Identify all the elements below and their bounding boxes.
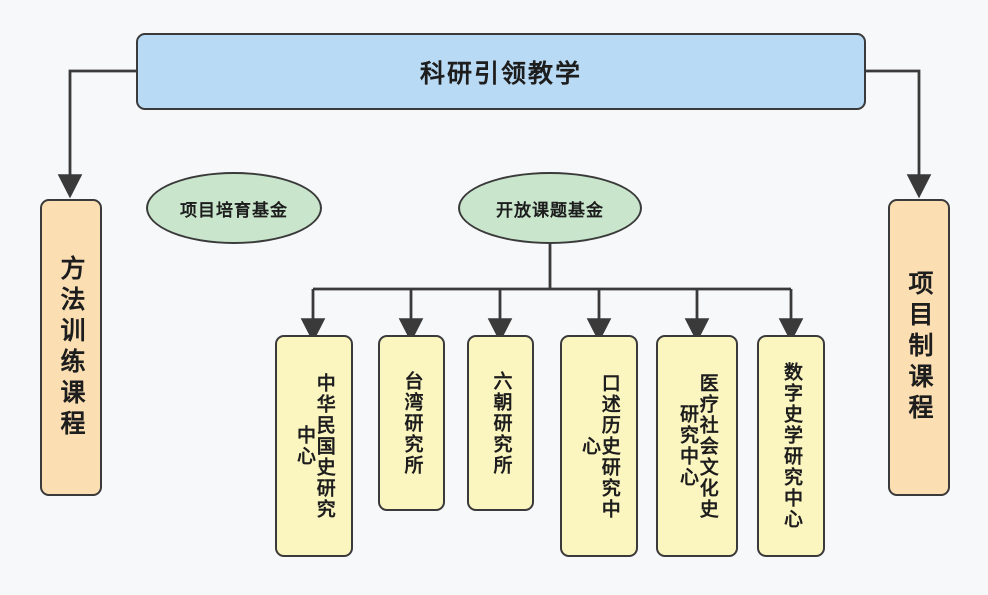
center-node-taiwan-research-institute[interactable]: 台湾研究所 xyxy=(378,335,445,511)
side-node-label-right: 项目制课程 xyxy=(905,270,934,425)
fund-node-label-incubation: 项目培育基金 xyxy=(180,200,288,221)
side-node-label-left: 方法训练课程 xyxy=(57,254,86,441)
fund-node-project-incubation[interactable]: 项目培育基金 xyxy=(146,172,322,244)
center-node-digital-history-research-center[interactable]: 数字史学研究中心 xyxy=(757,335,825,557)
center-node-label-6: 数字史学研究中心 xyxy=(780,362,803,530)
center-node-label-5: 医疗社会文化史研究中心 xyxy=(677,372,719,520)
root-node-label: 科研引领教学 xyxy=(419,58,582,88)
fund-node-label-open-topic: 开放课题基金 xyxy=(496,200,604,221)
center-node-roc-history-research-center[interactable]: 中华民国史研究中心 xyxy=(275,335,353,557)
center-node-label-4: 口述历史研究中心 xyxy=(579,372,621,520)
center-node-medical-social-cultural-history-research-center[interactable]: 医疗社会文化史研究中心 xyxy=(656,335,738,557)
fund-node-open-topic[interactable]: 开放课题基金 xyxy=(458,172,642,244)
center-node-six-dynasties-research-institute[interactable]: 六朝研究所 xyxy=(467,335,534,511)
side-node-method-training-course[interactable]: 方法训练课程 xyxy=(40,199,102,496)
edge-root-to-project-course xyxy=(866,69,932,199)
edge-root-to-method-course xyxy=(57,69,136,199)
center-node-oral-history-research-center[interactable]: 口述历史研究中心 xyxy=(560,335,638,557)
center-node-label-3: 六朝研究所 xyxy=(490,370,513,476)
root-node-research-leads-teaching[interactable]: 科研引领教学 xyxy=(136,33,866,110)
side-node-project-based-course[interactable]: 项目制课程 xyxy=(888,199,950,496)
center-node-label-2: 台湾研究所 xyxy=(401,370,424,476)
center-node-label-1: 中华民国史研究中心 xyxy=(294,372,336,520)
